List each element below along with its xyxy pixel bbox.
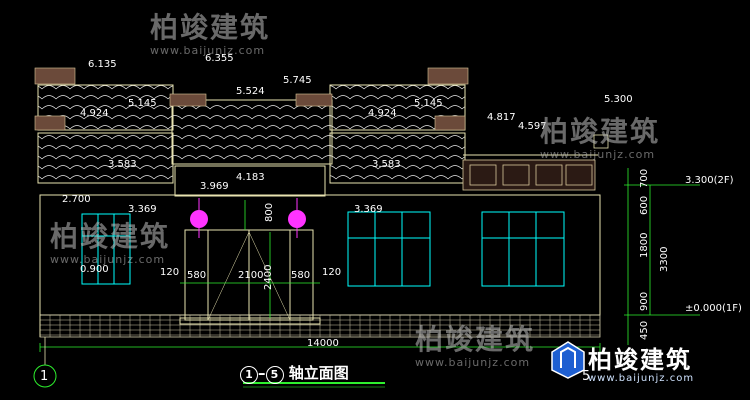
window-mid xyxy=(347,211,431,287)
dim-label: 120 xyxy=(160,267,180,278)
axis-label-left: 1 xyxy=(40,369,49,384)
watermark-url: www.baijunjz.com xyxy=(50,253,166,266)
elev-label: 5.745 xyxy=(283,75,312,86)
caption-text: 轴立面图 xyxy=(288,364,349,382)
elev-label: 3.369 xyxy=(354,204,383,215)
watermark-brand: 柏竣建筑 xyxy=(50,220,171,253)
watermark-left: 柏竣建筑 www.baijunjz.com xyxy=(50,215,170,266)
elev-label: 6.355 xyxy=(205,53,234,64)
axis-bubble-left xyxy=(33,364,57,388)
dim-label: 120 xyxy=(322,267,342,278)
dim-label: 2100 xyxy=(238,270,264,281)
dim-label: 900 xyxy=(639,291,650,311)
lantern-right xyxy=(288,198,306,238)
elev-label: ±0.000(1F) xyxy=(685,303,742,314)
dimension-lines xyxy=(39,168,700,352)
dim-label: 2400 xyxy=(263,264,274,290)
elev-label: 3.369 xyxy=(128,204,157,215)
elev-label: 6.135 xyxy=(88,59,117,70)
elev-label: 0.900 xyxy=(80,264,109,275)
elev-label: 5.145 xyxy=(128,98,157,109)
watermark-brand: 柏竣建筑 xyxy=(540,115,661,148)
elev-label: 4.924 xyxy=(80,108,109,119)
entry-porch xyxy=(174,165,326,325)
axis-from-bubble: 1 xyxy=(240,366,258,384)
axis-to-bubble: 5 xyxy=(265,366,284,384)
logo-corner: 柏竣建筑 www.baijunjz.com xyxy=(588,340,694,384)
watermark-bottom: 柏竣建筑 www.baijunjz.com xyxy=(415,318,535,369)
drawing-caption: 1–5 轴立面图 xyxy=(240,362,349,384)
lantern-left xyxy=(190,198,208,238)
dim-label: 700 xyxy=(639,168,650,188)
watermark-brand: 柏竣建筑 xyxy=(415,323,536,356)
elev-label: 3.969 xyxy=(200,181,229,192)
axis-label-right: 5 xyxy=(582,369,591,384)
dim-label: 1800 xyxy=(639,232,650,258)
roof-right xyxy=(329,67,469,184)
dim-label: 600 xyxy=(639,195,650,215)
elev-label: 5.145 xyxy=(414,98,443,109)
elev-label: 4.817 xyxy=(487,112,516,123)
watermark-url: www.baijunjz.com xyxy=(150,44,266,57)
watermark-url: www.baijunjz.com xyxy=(415,356,531,369)
annex-right xyxy=(462,134,609,191)
watermark-right: 柏竣建筑 www.baijunjz.com xyxy=(540,110,660,161)
elev-label: 4.183 xyxy=(236,172,265,183)
roof-left xyxy=(34,67,174,184)
window-left xyxy=(81,213,131,285)
logo-url: www.baijunjz.com xyxy=(588,373,695,384)
elev-label: 3.300(2F) xyxy=(685,175,734,186)
elev-label: 5.524 xyxy=(236,86,265,97)
dim-label: 580 xyxy=(187,270,207,281)
watermark-top: 柏竣建筑 www.baijunjz.com xyxy=(150,6,270,57)
logo-brand: 柏竣建筑 xyxy=(588,346,692,374)
elev-label: 5.300 xyxy=(604,94,633,105)
logo-icon xyxy=(551,341,585,379)
window-right xyxy=(481,211,565,287)
dim-label: 580 xyxy=(291,270,311,281)
watermark-brand: 柏竣建筑 xyxy=(150,11,271,44)
roof-center xyxy=(169,93,333,165)
dim-label: 800 xyxy=(264,202,275,222)
dim-label: 14000 xyxy=(307,338,339,349)
elev-label: 4.924 xyxy=(368,108,397,119)
dim-label: 3300 xyxy=(659,246,670,272)
elev-label: 3.583 xyxy=(108,159,137,170)
elev-label: 2.700 xyxy=(62,194,91,205)
watermark-url: www.baijunjz.com xyxy=(540,148,656,161)
dim-label: 450 xyxy=(639,320,650,340)
elev-label: 3.583 xyxy=(372,159,401,170)
elev-label: 4.597 xyxy=(518,121,547,132)
